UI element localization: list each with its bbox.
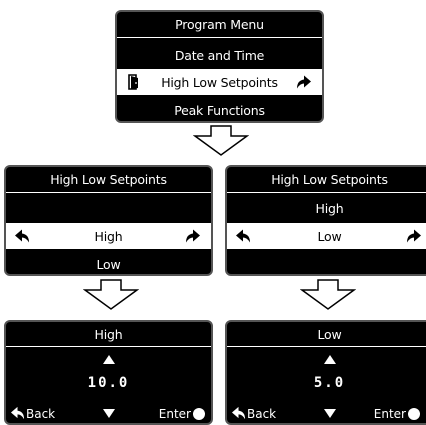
- decrease-arrow-icon[interactable]: [6, 404, 211, 422]
- setpoints-title-text: High Low Setpoints: [271, 172, 388, 187]
- setpoints-screen-low: High Low Setpoints High Low: [225, 165, 426, 276]
- menu-item-label: Peak Functions: [174, 102, 265, 118]
- enter-dot-icon: [193, 408, 205, 420]
- enter-label: Enter: [158, 407, 191, 421]
- enter-button[interactable]: Enter: [158, 404, 205, 423]
- arrow-back-icon: [10, 405, 25, 424]
- program-menu-title-text: Program Menu: [175, 17, 264, 32]
- setpoints-item-empty: [227, 252, 426, 274]
- arrow-back-icon: [235, 229, 251, 244]
- edit-title-text: Low: [317, 326, 342, 342]
- decrease-arrow-icon[interactable]: [227, 404, 426, 422]
- setpoints-item-high[interactable]: High: [6, 223, 211, 249]
- enter-dot-icon: [408, 408, 420, 420]
- edit-title-text: High: [94, 326, 123, 342]
- setpoint-value-text: 10.0: [87, 375, 130, 391]
- flow-arrow-down-icon: [83, 279, 139, 310]
- setpoints-item-low[interactable]: Low: [6, 252, 211, 274]
- menu-item-date-and-time[interactable]: Date and Time: [117, 43, 322, 67]
- setpoint-value: 10.0: [6, 372, 211, 394]
- back-button[interactable]: Back: [10, 404, 56, 424]
- back-button[interactable]: Back: [231, 404, 277, 424]
- edit-screen-low: Low 5.0 Back Enter: [225, 320, 426, 425]
- setpoints-item-label: Low: [317, 228, 342, 244]
- arrow-back-icon: [14, 229, 30, 244]
- setpoints-item-label: High: [94, 228, 123, 244]
- edit-screen-high: High 10.0 Back Enter: [4, 320, 213, 425]
- arrow-right-icon: [406, 229, 422, 244]
- setpoints-screen-high: High Low Setpoints High Low: [4, 165, 213, 276]
- flow-arrow-down-icon: [300, 279, 356, 310]
- back-label: Back: [247, 407, 277, 421]
- menu-item-high-low-setpoints[interactable]: High Low Setpoints: [117, 69, 322, 95]
- program-menu-title: Program Menu: [117, 12, 322, 38]
- setpoints-item-high[interactable]: High: [227, 197, 426, 219]
- increase-arrow-icon[interactable]: [227, 350, 426, 368]
- setpoints-title: High Low Setpoints: [6, 167, 211, 193]
- setpoints-item-label: Low: [96, 256, 121, 272]
- setpoints-item-empty: [6, 197, 211, 219]
- arrow-back-icon: [231, 405, 246, 424]
- back-label: Back: [26, 407, 56, 421]
- enter-label: Enter: [373, 407, 406, 421]
- door-enter-icon: [127, 74, 141, 90]
- setpoints-title-text: High Low Setpoints: [50, 172, 167, 187]
- setpoint-value-text: 5.0: [313, 375, 346, 391]
- setpoints-item-low[interactable]: Low: [227, 223, 426, 249]
- flow-arrow-down-icon: [193, 125, 249, 156]
- setpoints-item-label: High: [315, 200, 344, 216]
- program-menu-screen: Program Menu Date and Time High Low Setp…: [115, 10, 324, 123]
- menu-item-label: High Low Setpoints: [161, 74, 278, 90]
- menu-item-label: Date and Time: [174, 47, 265, 63]
- edit-title: High: [6, 322, 211, 347]
- setpoint-value: 5.0: [227, 372, 426, 394]
- menu-item-peak-functions[interactable]: Peak Functions: [117, 98, 322, 121]
- increase-arrow-icon[interactable]: [6, 350, 211, 368]
- enter-button[interactable]: Enter: [373, 404, 420, 423]
- setpoints-title: High Low Setpoints: [227, 167, 426, 193]
- arrow-right-icon: [185, 229, 201, 244]
- edit-title: Low: [227, 322, 426, 347]
- arrow-right-icon: [296, 75, 312, 90]
